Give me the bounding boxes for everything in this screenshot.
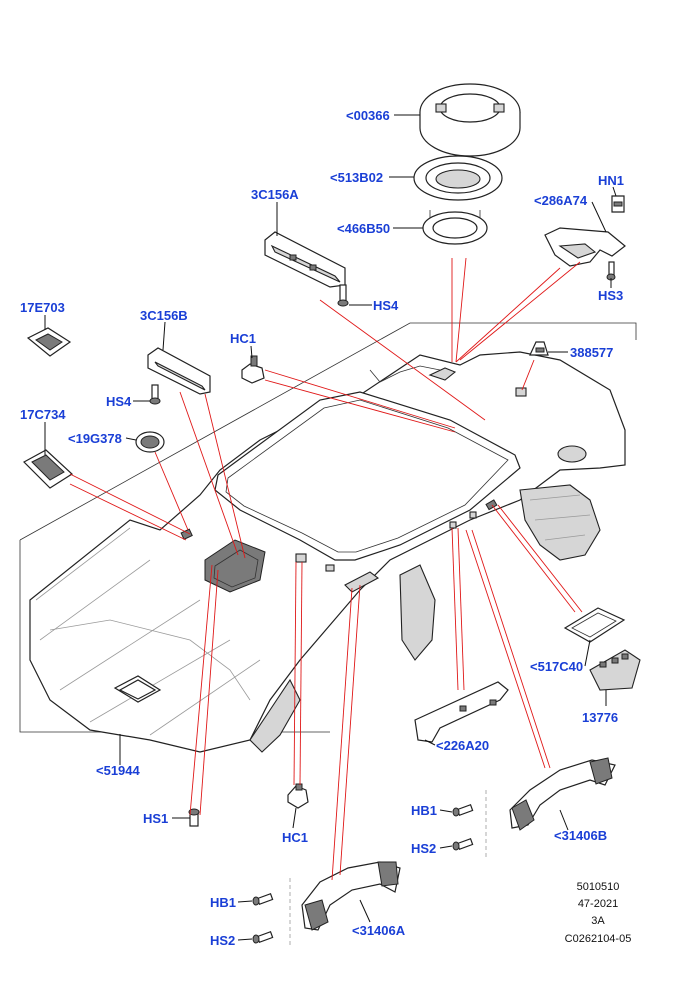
label-286A74: <286A74 bbox=[534, 193, 588, 208]
part-labels: <00366 <513B02 <466B50 3C156A HN1 <286A7… bbox=[20, 108, 624, 948]
label-HC1-top: HC1 bbox=[230, 331, 256, 346]
bolt-HS4-left bbox=[149, 384, 161, 405]
bracket-3C156A bbox=[264, 231, 346, 288]
leader-lines bbox=[44, 114, 617, 941]
screw-HS1 bbox=[188, 808, 200, 827]
headliner-assembly bbox=[29, 351, 626, 753]
reference-block: 5010510 47-2021 3A C0262104-05 bbox=[565, 881, 632, 945]
reference-line-4: C0262104-05 bbox=[565, 933, 632, 945]
callout-lines bbox=[69, 257, 583, 881]
reference-line-3: 3A bbox=[591, 915, 605, 927]
speaker-513B02 bbox=[413, 155, 503, 201]
bolt-HB1-right bbox=[452, 804, 474, 817]
lens-517C40 bbox=[563, 607, 626, 643]
speaker-ring-00366 bbox=[419, 83, 521, 157]
label-17E703: 17E703 bbox=[20, 300, 65, 315]
grab-handle-31406B bbox=[509, 757, 616, 831]
label-HS1: HS1 bbox=[143, 811, 168, 826]
bolt-HB1-bottom bbox=[252, 893, 274, 906]
reference-line-2: 47-2021 bbox=[578, 898, 618, 910]
clip-HC1-bottom bbox=[287, 783, 309, 809]
grille-19G378 bbox=[135, 431, 165, 453]
screw-HS2-right bbox=[452, 838, 474, 851]
lamp-17C734 bbox=[23, 449, 73, 489]
label-HS4-left: HS4 bbox=[106, 394, 132, 409]
nut-HN1 bbox=[611, 195, 625, 213]
label-HS3: HS3 bbox=[598, 288, 623, 303]
bolt-HS4-top bbox=[337, 284, 349, 307]
label-HN1: HN1 bbox=[598, 173, 624, 188]
bracket-3C156B bbox=[147, 347, 211, 395]
lamp-13776 bbox=[589, 649, 641, 691]
label-31406B: <31406B bbox=[554, 828, 607, 843]
label-31406A: <31406A bbox=[352, 923, 406, 938]
label-17C734: 17C734 bbox=[20, 407, 66, 422]
label-HS2-bottom: HS2 bbox=[210, 933, 235, 948]
grab-handle-31406A bbox=[301, 861, 401, 931]
label-3C156A: 3C156A bbox=[251, 187, 299, 202]
label-3C156B: 3C156B bbox=[140, 308, 188, 323]
label-HC1-bottom: HC1 bbox=[282, 830, 308, 845]
clip-388577 bbox=[529, 341, 549, 356]
label-19G378: <19G378 bbox=[68, 431, 122, 446]
label-HS4-top: HS4 bbox=[373, 298, 399, 313]
reference-line-1: 5010510 bbox=[577, 881, 620, 893]
label-388577: 388577 bbox=[570, 345, 613, 360]
screw-HS2-bottom bbox=[252, 931, 274, 944]
label-HS2-right: HS2 bbox=[411, 841, 436, 856]
label-513B02: <513B02 bbox=[330, 170, 383, 185]
clip-HC1-top bbox=[241, 355, 265, 384]
label-HB1-bottom: HB1 bbox=[210, 895, 236, 910]
bracket-226A20 bbox=[414, 681, 509, 743]
label-517C40: <517C40 bbox=[530, 659, 583, 674]
speaker-bracket-466B50 bbox=[422, 210, 488, 245]
bracket-286A74 bbox=[544, 227, 626, 267]
label-13776: 13776 bbox=[582, 710, 618, 725]
cover-17E703 bbox=[26, 327, 72, 357]
label-HB1-right: HB1 bbox=[411, 803, 437, 818]
label-00366: <00366 bbox=[346, 108, 390, 123]
label-226A20: <226A20 bbox=[436, 738, 489, 753]
screw-HS3 bbox=[606, 261, 616, 281]
label-466B50: <466B50 bbox=[337, 221, 390, 236]
label-51944: <51944 bbox=[96, 763, 141, 778]
